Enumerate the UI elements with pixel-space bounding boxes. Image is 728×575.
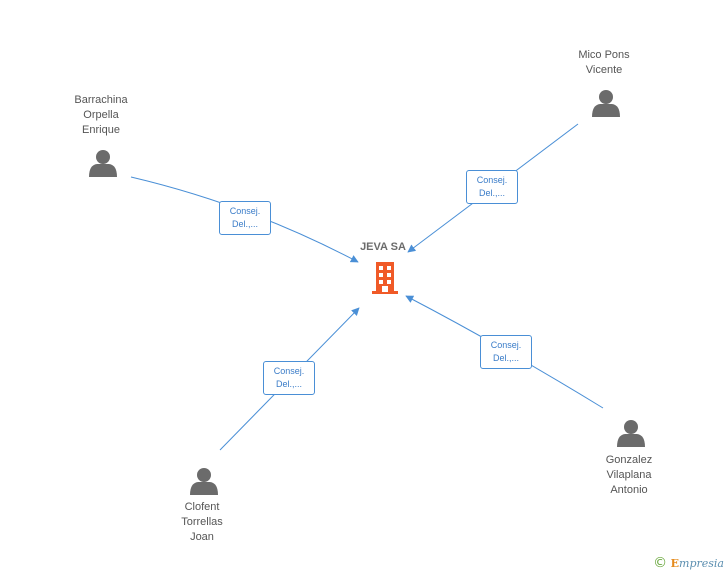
edge-label-line: Del.,... <box>231 219 258 229</box>
person-name-line: Joan <box>190 531 214 543</box>
person-name-line: Enrique <box>82 124 120 136</box>
edge-label-line: Consej. <box>229 206 261 216</box>
person-label-mico[interactable]: Mico Pons Vicente <box>549 48 659 78</box>
building-icon[interactable] <box>370 262 402 294</box>
person-name-line: Orpella <box>83 109 119 121</box>
edge-label-line: Del.,... <box>492 353 519 363</box>
person-name-line: Clofent <box>184 501 220 513</box>
person-name-line: Vicente <box>585 64 623 76</box>
person-name-line: Mico Pons <box>578 49 630 61</box>
copyright-symbol: © <box>653 555 668 571</box>
brand-logo-initial: E <box>670 557 680 570</box>
edge-label-mico[interactable]: Consej. Del.,... <box>466 170 518 204</box>
person-label-barrachina[interactable]: Barrachina Orpella Enrique <box>46 93 156 138</box>
edge-label-line: Del.,... <box>275 379 302 389</box>
person-name-line: Gonzalez <box>605 454 653 466</box>
person-name-line: Torrellas <box>181 516 223 528</box>
person-icon-clofent[interactable] <box>190 468 218 495</box>
person-name-line: Antonio <box>610 484 648 496</box>
edge-label-line: Del.,... <box>478 188 505 198</box>
company-name[interactable]: JEVA SA <box>360 241 406 253</box>
brand-logo-text: mpresia <box>679 557 724 570</box>
edge-label-line: Consej. <box>273 366 305 376</box>
person-icon-mico[interactable] <box>592 90 620 117</box>
edge-label-line: Consej. <box>490 340 522 350</box>
person-label-gonzalez[interactable]: Gonzalez Vilaplana Antonio <box>574 453 684 498</box>
person-name-line: Barrachina <box>74 94 128 106</box>
footer-brand[interactable]: © Empresia <box>653 555 724 571</box>
edge-label-barrachina[interactable]: Consej. Del.,... <box>219 201 271 235</box>
edge-label-clofent[interactable]: Consej. Del.,... <box>263 361 315 395</box>
person-icon-barrachina[interactable] <box>89 150 117 177</box>
person-name-line: Vilaplana <box>606 469 652 481</box>
person-icon-gonzalez[interactable] <box>617 420 645 447</box>
edge-label-line: Consej. <box>476 175 508 185</box>
person-label-clofent[interactable]: Clofent Torrellas Joan <box>147 500 257 545</box>
edge-label-gonzalez[interactable]: Consej. Del.,... <box>480 335 532 369</box>
